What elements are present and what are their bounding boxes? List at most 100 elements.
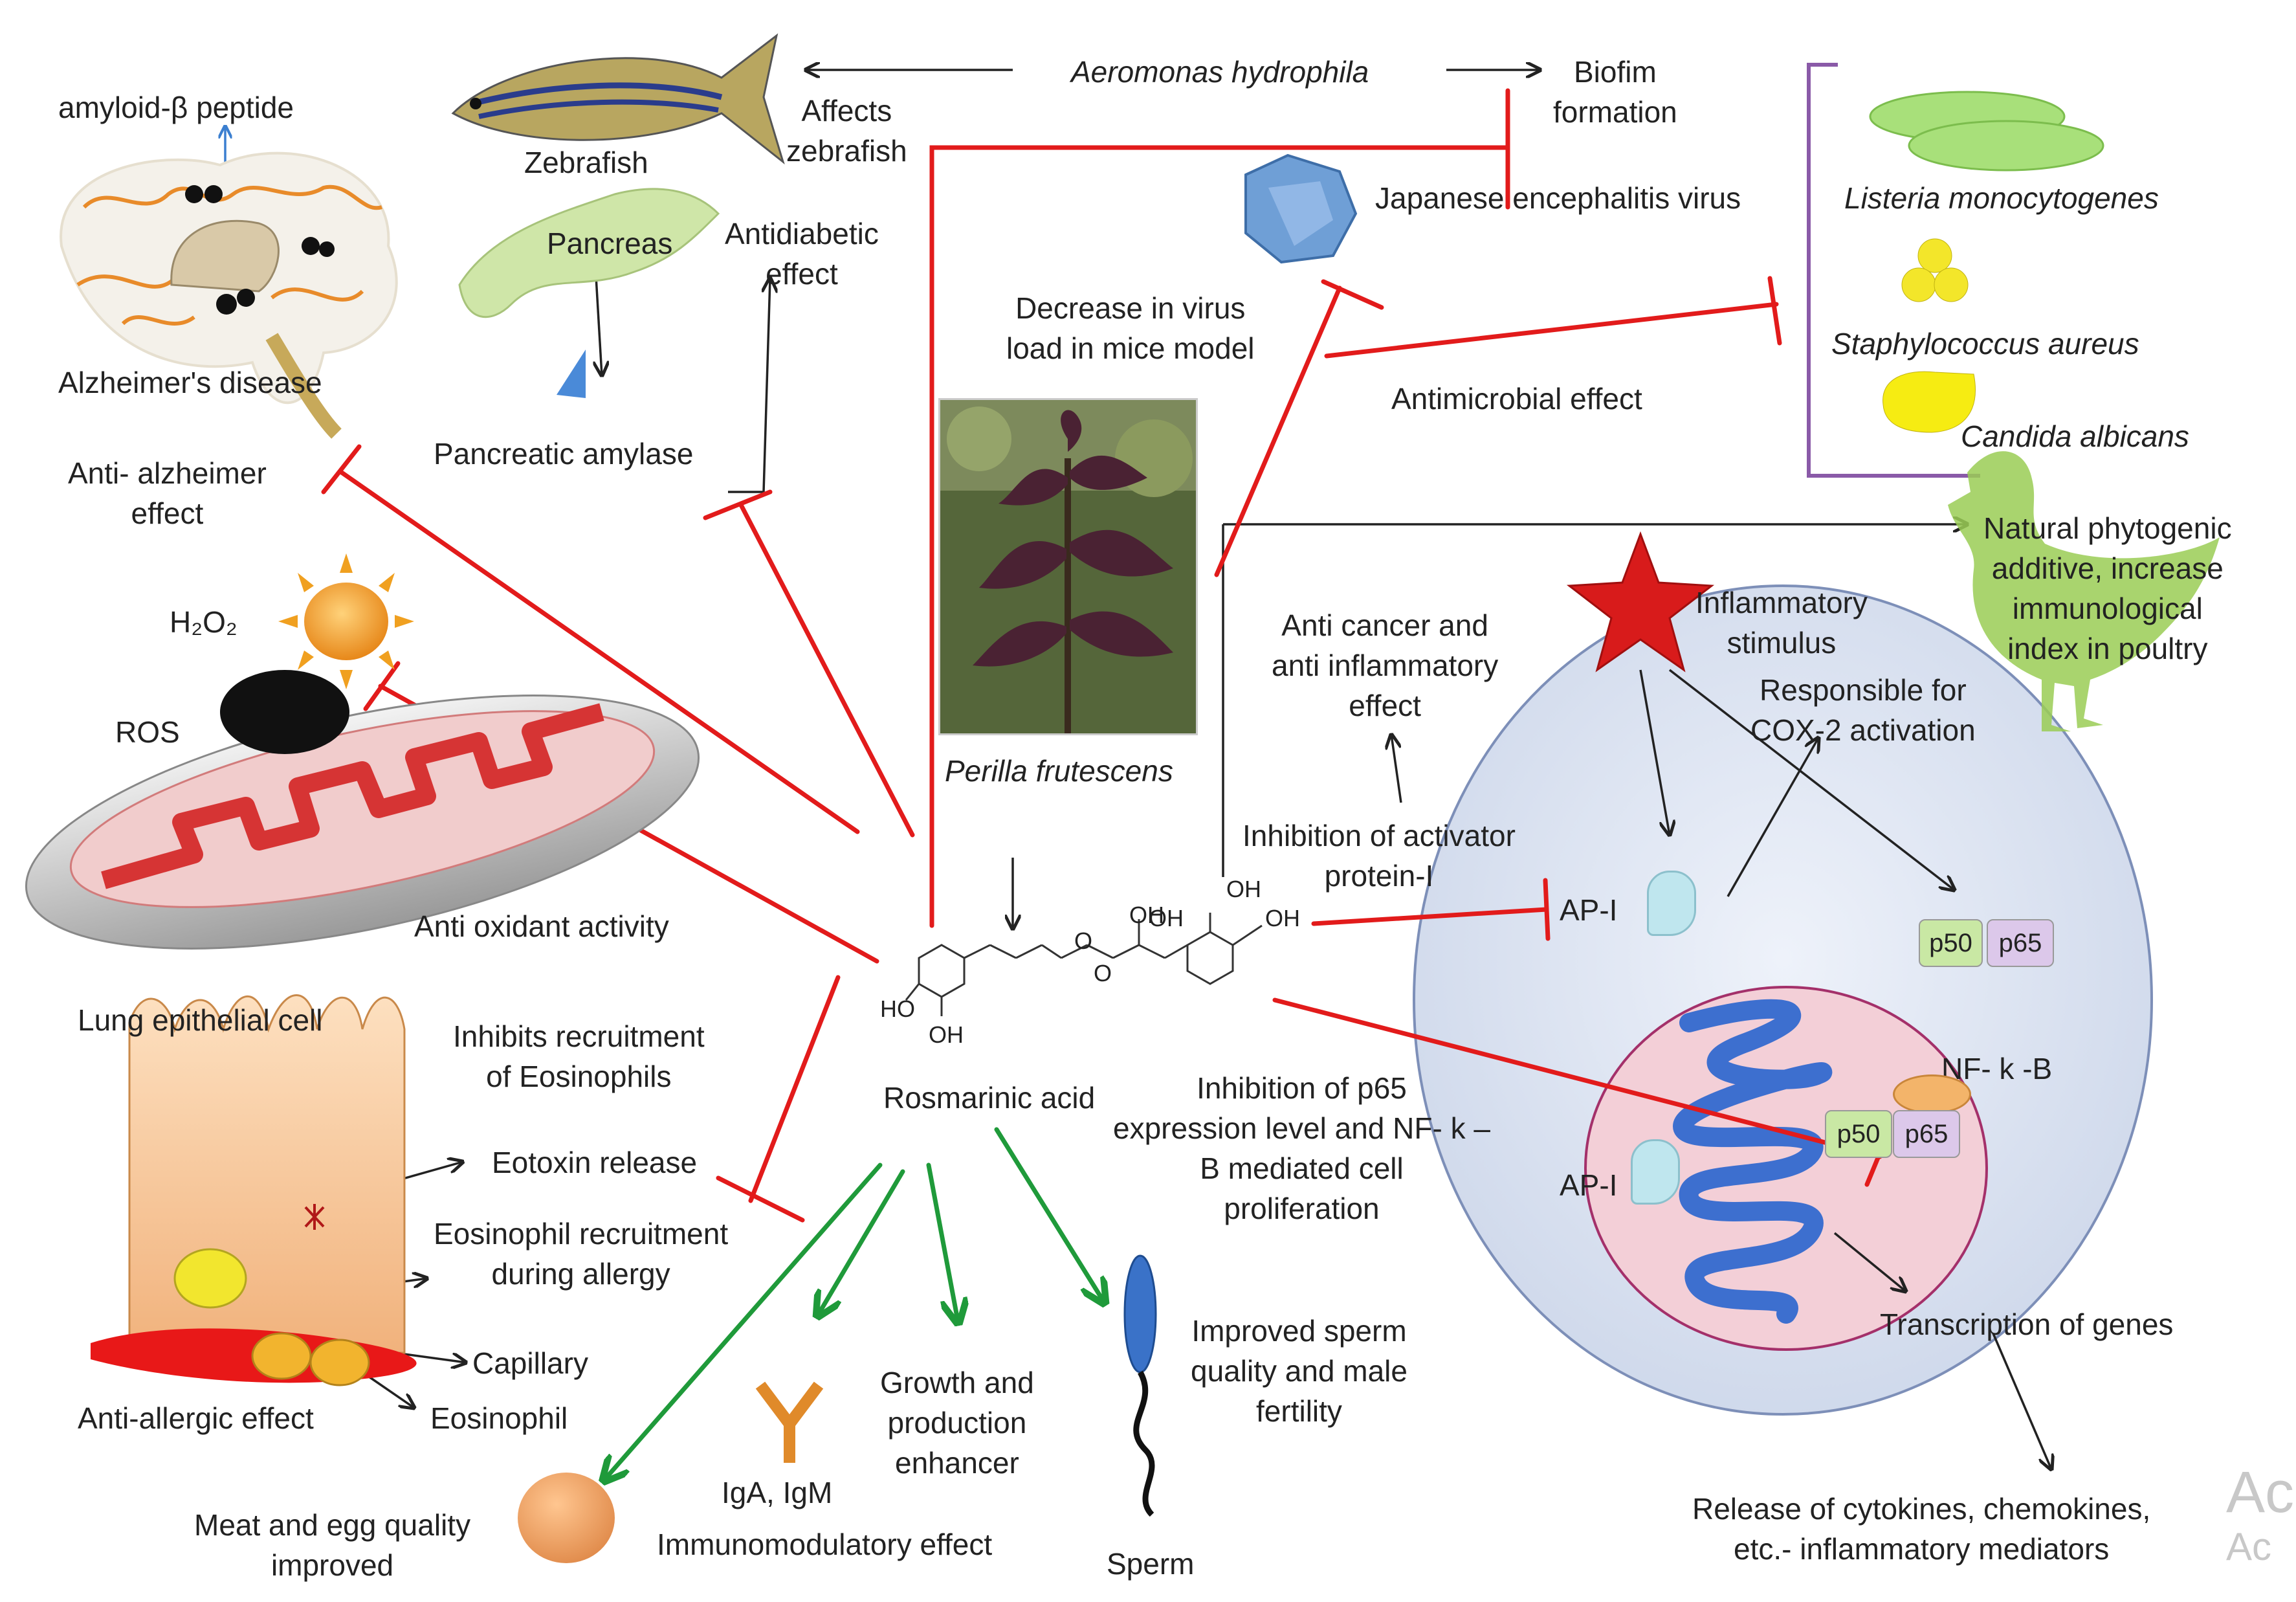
promote-sperm (994, 1127, 1103, 1301)
inhibits-eosinophils-label: Inhibits recruitment of Eosinophils (453, 1019, 705, 1094)
inhibit-antidiabetic (738, 502, 915, 838)
inhibit-ap1 (1311, 907, 1549, 926)
antioxidant-label: Anti oxidant activity (414, 909, 669, 943)
pancreatic-amylase-label: Pancreatic amylase (434, 437, 694, 471)
arrow-pancreas-amylase (595, 265, 602, 375)
anticancer-label: Anti cancer and anti inflammatory effect (1272, 608, 1499, 723)
arrow-capillary (394, 1352, 466, 1363)
atom-oh-5: OH (1129, 902, 1164, 928)
sperm-label: Sperm (1107, 1547, 1195, 1581)
bacteria-icon (1869, 91, 2104, 433)
cox2-label: Responsible for COX-2 activation (1750, 673, 1976, 748)
promote-meat-egg (605, 1163, 883, 1479)
nfkb-protein (1893, 1074, 1971, 1114)
eos-recruit-label: Eosinophil recruitment during allergy (434, 1217, 729, 1291)
ros-icon (220, 670, 349, 754)
inhibit-p65 (1272, 997, 1882, 1159)
h2o2-label: H₂O₂ (170, 605, 237, 639)
zebrafish-icon (451, 33, 785, 165)
arrow-release (1992, 1333, 2051, 1469)
ap1-protein-2 (1631, 1139, 1680, 1205)
p65-box-1: p65 (1987, 919, 2054, 967)
aeromonas-label: Aeromonas hydrophila (1071, 55, 1369, 89)
inhibit-alzheimer (339, 470, 860, 834)
inhibit-jev (1214, 285, 1342, 577)
lung-label: Lung epithelial cell (78, 1003, 323, 1037)
anti-allergic-label: Anti-allergic effect (78, 1401, 314, 1435)
bacteria-bracket (1807, 63, 1980, 478)
plant-photo (938, 398, 1198, 735)
arrow-ap1-cox2 (1727, 738, 1818, 897)
amylase-icon (557, 350, 586, 398)
promote-growth (926, 1163, 958, 1320)
sun-icon (278, 553, 414, 689)
growth-label: Growth and production enhancer (880, 1366, 1034, 1480)
rosmarinic-label: Rosmarinic acid (883, 1081, 1096, 1115)
anti-alzheimer-label: Anti- alzheimer effect (68, 456, 267, 531)
perilla-label: Perilla frutescens (945, 754, 1173, 788)
atom-oh-4: OH (929, 1021, 964, 1048)
ros-label: ROS (115, 715, 180, 749)
inhibit-biofilm (929, 145, 1510, 928)
antibody-icon (755, 1381, 824, 1463)
decrease-virus-label: Decrease in virus load in mice model (1006, 291, 1255, 366)
promote-immunomod (819, 1169, 905, 1314)
lung-cell-icon (91, 994, 417, 1386)
alzheimers-label: Alzheimer's disease (58, 366, 322, 399)
atom-o-2: O (1094, 960, 1112, 986)
watermark-2: Ac (2226, 1525, 2272, 1568)
phytogenic-label: Natural phytogenic additive, increase im… (1983, 511, 2232, 666)
atom-ho: HO (880, 996, 915, 1022)
pancreas-icon (458, 188, 720, 318)
atom-oh-3: OH (1149, 905, 1184, 931)
atom-oh-1: OH (1226, 876, 1261, 902)
p50-box-2: p50 (1825, 1110, 1892, 1158)
arrow-eosinophil (362, 1371, 414, 1408)
staph-label: Staphylococcus aureus (1831, 327, 2139, 361)
arrow-antidiabetic (728, 278, 770, 493)
arrow-anticancer (1391, 735, 1402, 803)
antidiabetic-label: Antidiabetic effect (725, 217, 879, 291)
biofilm-label: Biofim formation (1553, 55, 1677, 129)
sperm-icon (1123, 1254, 1157, 1517)
star-icon (1566, 531, 1715, 673)
meat-egg-label: Meat and egg quality improved (194, 1508, 471, 1583)
sperm-quality-label: Improved sperm quality and male fertilit… (1191, 1314, 1407, 1429)
inhibit-eosinophil (748, 975, 841, 1203)
listeria-label: Listeria monocytogenes (1844, 181, 2159, 215)
atom-o-1: O (1074, 928, 1093, 954)
igaigm-label: IgA, IgM (722, 1476, 833, 1509)
watermark-1: Ac (2226, 1460, 2295, 1525)
mitochondrion-icon (25, 695, 700, 950)
arrow-transcription (1833, 1232, 1906, 1291)
inflammatory-stimulus-label: Inflammatory stimulus (1695, 586, 1868, 660)
pancreas-label: Pancreas (547, 227, 673, 260)
rosmarinic-acid-structure (905, 913, 1263, 1016)
ap1-protein-1 (1647, 871, 1696, 936)
transcription-label: Transcription of genes (1880, 1307, 2174, 1341)
candida-label: Candida albicans (1961, 419, 2189, 453)
ap1-label-1: AP-I (1560, 893, 1618, 927)
affects-zebrafish-label: Affects zebrafish (786, 94, 907, 168)
atom-oh-2: OH (1265, 905, 1300, 931)
arrow-stimulus-p50p65 (1668, 669, 1954, 890)
capillary-label: Capillary (472, 1346, 588, 1380)
antimicrobial-label: Antimicrobial effect (1391, 382, 1642, 416)
inhib-ap1-label: Inhibition of activator protein-I (1242, 819, 1516, 893)
chicken-icon (1948, 451, 2220, 731)
eosinophil-label: Eosinophil (430, 1401, 568, 1435)
immunomod-label: Immunomodulatory effect (657, 1528, 993, 1561)
p65-box-2: p65 (1893, 1110, 1960, 1158)
p50-box-1: p50 (1919, 919, 1983, 967)
dna-coil (1672, 999, 1833, 1324)
ap1-label-2: AP-I (1560, 1168, 1618, 1202)
virus-icon (1244, 153, 1358, 264)
inhibit-microbes (1324, 302, 1779, 359)
arrow-stimulus-ap1 (1639, 669, 1670, 835)
amyloid-label: amyloid-β peptide (58, 91, 294, 124)
egg-icon (518, 1473, 615, 1563)
release-label: Release of cytokines, chemokines, etc.- … (1692, 1492, 2151, 1566)
inhib-p65-label: Inhibition of p65 expression level and N… (1113, 1071, 1490, 1226)
